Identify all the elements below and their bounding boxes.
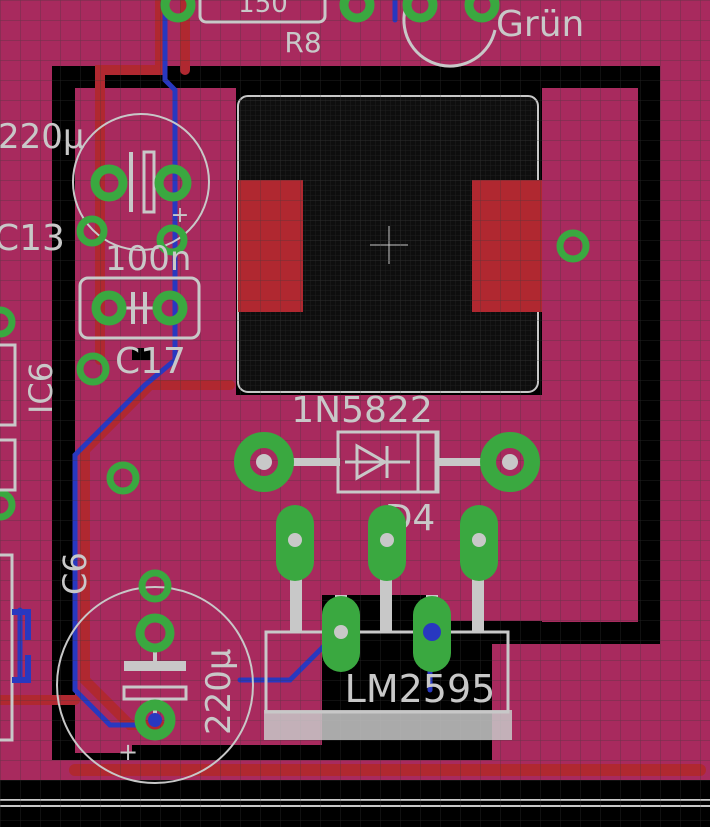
- via-3[interactable]: [76, 352, 110, 386]
- led-green[interactable]: Grün: [402, 0, 584, 68]
- via-4[interactable]: [106, 461, 140, 495]
- diode-value-label: 1N5822: [291, 390, 432, 431]
- c6-value-label: 220µ: [199, 648, 239, 735]
- via-5[interactable]: [556, 229, 590, 263]
- ic6-pad-1[interactable]: [0, 306, 16, 338]
- c6-polarity-mark: +: [118, 738, 138, 766]
- via-6[interactable]: [138, 569, 172, 603]
- ic6-pad-2[interactable]: [0, 489, 16, 521]
- c13-pad-1[interactable]: [90, 164, 128, 202]
- regulator-name-label: LM2595: [345, 667, 496, 711]
- c6-pad-2[interactable]: [134, 699, 176, 741]
- via-1[interactable]: [76, 215, 108, 247]
- c13-polarity-mark: +: [171, 203, 189, 228]
- c13-value-label: 220µ: [0, 117, 85, 157]
- r8-pad-right[interactable]: [339, 0, 375, 23]
- c6-name-label: C6: [56, 552, 94, 595]
- regulator-lm2595[interactable]: LM2595: [264, 505, 512, 740]
- c17-pad-1[interactable]: [91, 290, 127, 326]
- led-pad-1[interactable]: [402, 0, 438, 23]
- d4-pad-cathode[interactable]: [480, 432, 540, 492]
- capacitor-c13[interactable]: +: [72, 113, 210, 251]
- c13-name-label: C13: [0, 218, 65, 259]
- c17-pad-2[interactable]: [152, 290, 188, 326]
- r8-pad-left[interactable]: [160, 0, 196, 23]
- led-pad-2[interactable]: [464, 0, 500, 23]
- resistor-r8[interactable]: 150 R8: [198, 0, 327, 59]
- c17-value-label: 100n: [105, 239, 191, 279]
- diode-d4[interactable]: 1N5822 D4: [234, 390, 540, 539]
- capacitor-c17[interactable]: 100n C17: [78, 239, 201, 382]
- c17-name-label: C17: [115, 341, 186, 382]
- c13-pad-2[interactable]: [154, 164, 192, 202]
- ic6-name-label: IC6: [22, 362, 60, 414]
- ic6-footprint[interactable]: IC6: [0, 306, 60, 521]
- r8-name-label: R8: [284, 26, 321, 59]
- led-green-label: Grün: [496, 4, 584, 45]
- d4-pad-anode[interactable]: [234, 432, 294, 492]
- via-2[interactable]: [156, 224, 188, 256]
- left-smd-component[interactable]: [0, 553, 31, 742]
- capacitor-c6[interactable]: + 220µ: [56, 586, 254, 784]
- c6-pad-1[interactable]: [135, 613, 175, 653]
- r8-value-label: 150: [238, 0, 288, 19]
